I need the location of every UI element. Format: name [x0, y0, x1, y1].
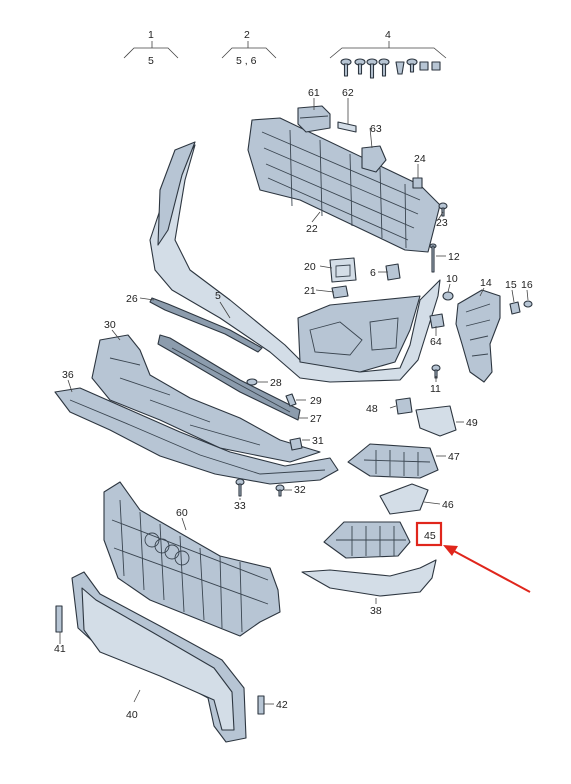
label-31: 31: [312, 435, 324, 447]
label-63: 63: [370, 123, 382, 135]
screw-set-icon: [340, 58, 441, 79]
camera-part-63: [361, 145, 387, 173]
mount-part-20: [329, 257, 357, 283]
screw-part-11: [431, 364, 441, 379]
label-49: 49: [466, 417, 478, 429]
label-32: 32: [294, 484, 306, 496]
clip-part-41: [55, 605, 63, 633]
label-64: 64: [430, 336, 442, 348]
grille-carrier-part-22: [247, 117, 441, 253]
highlight-annotation: [415, 521, 531, 593]
label-46: 46: [442, 499, 454, 511]
trim-strip-part-26: [149, 297, 263, 353]
label-38: 38: [370, 605, 382, 617]
bumper-cover-part-5: [149, 141, 441, 383]
label-14: 14: [480, 277, 492, 289]
label-60: 60: [176, 507, 188, 519]
screw-part-23: [438, 202, 448, 217]
red-arrow-head-icon: [443, 545, 458, 556]
group-header-4: 4: [329, 29, 447, 79]
clip-part-42: [257, 695, 265, 715]
label-23: 23: [436, 217, 448, 229]
label-5: 5: [215, 290, 221, 302]
label-16: 16: [521, 279, 533, 291]
label-11: 11: [430, 383, 441, 395]
label-62: 62: [342, 87, 354, 99]
screw-part-29: [285, 393, 297, 407]
stud-part-12: [429, 243, 437, 273]
leader-lines: [59, 98, 529, 705]
label-61: 61: [308, 87, 320, 99]
group-1-bottom-label: 5: [148, 55, 154, 67]
frame-part-40: [71, 571, 247, 743]
clip-part-64: [429, 313, 445, 329]
grommet-part-10: [442, 291, 454, 301]
label-29: 29: [310, 395, 322, 407]
label-27: 27: [310, 413, 322, 425]
label-10: 10: [446, 273, 458, 285]
label-12: 12: [448, 251, 460, 263]
side-bracket-part-14: [455, 289, 501, 383]
part-labels: 61 62 63 24 23 22 12 20 6 10 14 15 16 21…: [54, 87, 533, 721]
brand-rings-icon: [144, 532, 190, 566]
label-20: 20: [304, 261, 316, 273]
red-arrow-line: [451, 549, 531, 593]
clip-part-62: [337, 121, 357, 133]
label-48: 48: [366, 403, 378, 415]
screw-part-32: [275, 484, 285, 497]
label-40: 40: [126, 709, 138, 721]
label-21: 21: [304, 285, 316, 297]
label-26: 26: [126, 293, 138, 305]
clip-part-6: [385, 263, 401, 281]
label-24: 24: [414, 153, 426, 165]
label-45: 45: [424, 530, 436, 542]
sensor-part-61: [297, 105, 331, 133]
label-47: 47: [448, 451, 460, 463]
label-15: 15: [505, 279, 517, 291]
label-42: 42: [276, 699, 288, 711]
label-30: 30: [104, 319, 116, 331]
group-4-top-label: 4: [385, 29, 391, 41]
clip-part-15: [509, 301, 521, 315]
label-33: 33: [234, 500, 246, 512]
bracket-part-46: [379, 483, 429, 515]
grille-insert-part-47: [347, 443, 439, 479]
label-6: 6: [370, 267, 376, 279]
label-22: 22: [306, 223, 318, 235]
bracket-part-24: [412, 177, 423, 189]
group-2-top-label: 2: [244, 29, 250, 41]
bracket-part-49: [415, 405, 457, 437]
grille-part-60: [103, 481, 281, 637]
clip-part-31: [289, 437, 303, 451]
screw-part-33: [235, 478, 245, 497]
group-header-1: 1 5: [123, 29, 179, 67]
screw-part-16: [523, 300, 533, 308]
clip-part-28: [246, 378, 258, 386]
label-28: 28: [270, 377, 282, 389]
group-2-bottom-label: 5 , 6: [236, 55, 257, 67]
group-header-2: 2 5 , 6: [221, 29, 277, 67]
lower-grille-part-27: [157, 334, 301, 421]
group-1-top-label: 1: [148, 29, 154, 41]
clip-part-21: [331, 285, 349, 299]
label-36: 36: [62, 369, 74, 381]
grille-insert-part-45: [323, 521, 411, 559]
highlight-box: [415, 521, 443, 547]
sensor-bracket-part-48: [395, 397, 413, 415]
lower-trim-part-38: [301, 559, 437, 597]
label-41: 41: [54, 643, 66, 655]
lower-spoiler-part-36: [54, 387, 339, 485]
